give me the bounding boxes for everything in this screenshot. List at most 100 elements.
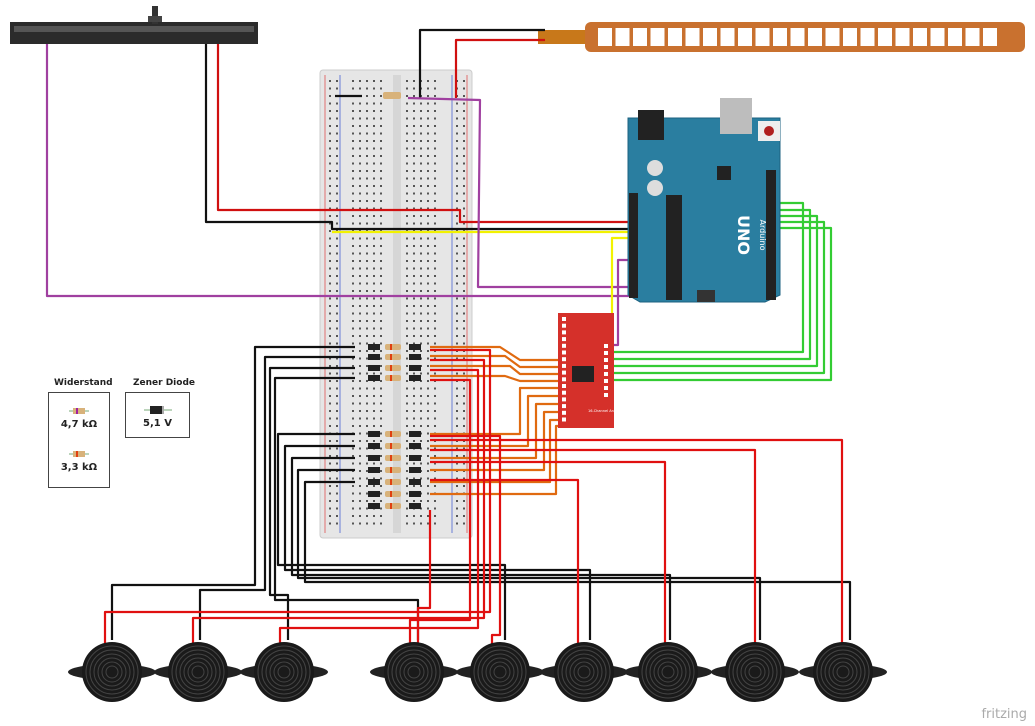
flex-sensor bbox=[538, 22, 1025, 52]
mux-pin bbox=[562, 350, 566, 355]
wires bbox=[45, 28, 852, 645]
resistor bbox=[385, 491, 401, 497]
zener-diode bbox=[368, 455, 380, 461]
flex-cell bbox=[878, 28, 892, 46]
resistor bbox=[385, 375, 401, 381]
fritzing-logo: fritzing bbox=[981, 707, 1027, 722]
resistor-value-2: 3,3 kΩ bbox=[60, 462, 98, 473]
mux-pin bbox=[562, 323, 566, 328]
zener-legend: 5,1 V bbox=[125, 392, 190, 438]
zener-diode bbox=[368, 467, 380, 473]
mux-pin bbox=[604, 379, 608, 383]
wire-purple-pot bbox=[45, 44, 640, 298]
piezo-buzzer bbox=[456, 642, 544, 702]
zener-diode bbox=[368, 443, 380, 449]
wires-green-select bbox=[598, 201, 833, 382]
piezo-buzzer bbox=[240, 642, 328, 702]
breadboard bbox=[319, 69, 473, 539]
zener-diode bbox=[409, 365, 421, 371]
arduino-uno[interactable]: UNO Arduino bbox=[627, 98, 781, 303]
resistor bbox=[385, 455, 401, 461]
flex-cell bbox=[668, 28, 682, 46]
flex-cell bbox=[720, 28, 735, 46]
resistor bbox=[385, 365, 401, 371]
mux-pin bbox=[604, 393, 608, 397]
flex-cell bbox=[790, 28, 805, 46]
flex-cell bbox=[598, 28, 612, 46]
zener-diode bbox=[368, 431, 380, 437]
resistor-legend: 4,7 kΩ 3,3 kΩ bbox=[48, 392, 110, 488]
flex-cell bbox=[703, 28, 717, 46]
piezo-buzzer bbox=[154, 642, 242, 702]
zener-diode bbox=[368, 365, 380, 371]
piezo-buzzer bbox=[711, 642, 799, 702]
resistor-legend-title: Widerstand bbox=[54, 378, 113, 388]
zener-diode bbox=[368, 354, 380, 360]
zener-diode bbox=[409, 354, 421, 360]
flex-cell bbox=[895, 28, 910, 46]
zener-diode bbox=[368, 479, 380, 485]
flex-cell bbox=[930, 28, 945, 46]
flex-cell bbox=[773, 28, 787, 46]
piezo-buzzer bbox=[370, 642, 458, 702]
mux-pin bbox=[562, 390, 566, 395]
flex-cell bbox=[615, 28, 630, 46]
mux-pin bbox=[562, 343, 566, 348]
zener-diode-icon bbox=[144, 406, 172, 414]
mux-pin bbox=[604, 351, 608, 355]
arduino-model: UNO bbox=[734, 215, 753, 255]
flex-cell bbox=[755, 28, 770, 46]
zener-diode bbox=[409, 455, 421, 461]
zener-diode bbox=[409, 491, 421, 497]
arduino-brand: Arduino bbox=[758, 220, 767, 251]
resistor-top bbox=[383, 92, 401, 99]
resistor bbox=[385, 467, 401, 473]
zener-diode bbox=[368, 491, 380, 497]
mux-pin bbox=[562, 410, 566, 415]
flex-cell bbox=[825, 28, 840, 46]
piezo-buzzer bbox=[799, 642, 887, 702]
mux-pin bbox=[604, 386, 608, 390]
slide-potentiometer[interactable] bbox=[10, 6, 258, 44]
zener-diode bbox=[368, 344, 380, 350]
zener-diode bbox=[409, 467, 421, 473]
resistor bbox=[385, 431, 401, 437]
piezo-buzzer bbox=[540, 642, 628, 702]
wire-purple-flex bbox=[407, 96, 640, 289]
resistor-value-1: 4,7 kΩ bbox=[60, 419, 98, 430]
flex-cell bbox=[843, 28, 857, 46]
mux-pin bbox=[562, 330, 566, 335]
zener-diode bbox=[409, 431, 421, 437]
mux-pin bbox=[562, 317, 566, 321]
resistor bbox=[385, 443, 401, 449]
breadboard-components bbox=[368, 344, 421, 509]
analog-multiplexer[interactable]: 16-Channel Analog Multiplexer bbox=[558, 313, 642, 428]
flex-cell bbox=[738, 28, 752, 46]
zener-diode bbox=[409, 344, 421, 350]
mux-pin bbox=[562, 337, 566, 342]
resistor bbox=[385, 344, 401, 350]
flex-cell bbox=[860, 28, 875, 46]
mux-pin bbox=[604, 358, 608, 362]
flex-cell bbox=[913, 28, 927, 46]
flex-cell bbox=[685, 28, 700, 46]
mux-pin bbox=[562, 384, 566, 388]
wires-red-buzzers bbox=[103, 348, 844, 645]
flex-cell bbox=[983, 28, 997, 46]
mux-pin bbox=[562, 397, 566, 402]
mux-pin bbox=[562, 377, 566, 382]
flex-cell bbox=[808, 28, 822, 46]
resistor bbox=[385, 479, 401, 485]
zener-diode bbox=[409, 503, 421, 509]
mux-pin bbox=[562, 357, 566, 362]
zener-diode bbox=[409, 443, 421, 449]
zener-diode bbox=[409, 479, 421, 485]
piezo-buzzer bbox=[68, 642, 156, 702]
zener-diode bbox=[368, 503, 380, 509]
resistor-icon bbox=[69, 408, 89, 457]
wire-red-flex bbox=[454, 38, 545, 98]
mux-pin bbox=[562, 363, 566, 368]
flex-cell bbox=[965, 28, 980, 46]
flex-cell bbox=[650, 28, 665, 46]
